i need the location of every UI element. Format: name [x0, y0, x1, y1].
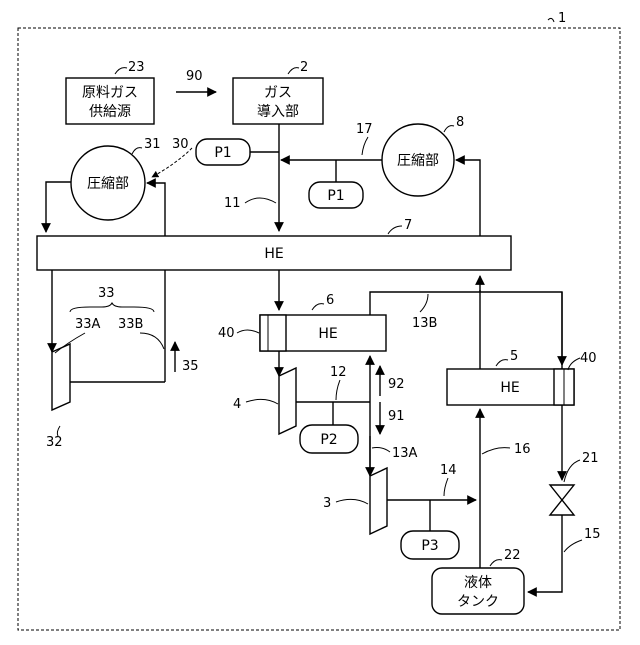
label-91: 91 — [388, 409, 405, 424]
label-92: 92 — [388, 377, 405, 392]
raw-gas-supply-line2: 供給源 — [89, 104, 131, 120]
compressor-31-label: 圧縮部 — [87, 176, 129, 192]
leader-31 — [132, 148, 142, 154]
signal-30 — [152, 148, 192, 177]
label-5: 5 — [510, 349, 518, 364]
line-15 — [528, 515, 562, 592]
label-35: 35 — [182, 359, 199, 374]
turbine-4 — [279, 368, 296, 434]
turbine-32 — [52, 344, 70, 410]
valve-21-bottom — [550, 500, 574, 515]
label-16: 16 — [514, 442, 531, 457]
label-2: 2 — [300, 60, 308, 75]
he6-label: HE — [318, 326, 337, 342]
tank-line2: タンク — [457, 594, 499, 610]
p1-left-label: P1 — [214, 145, 231, 161]
he5-label: HE — [500, 380, 519, 396]
label-12: 12 — [330, 365, 347, 380]
label-32: 32 — [46, 435, 63, 450]
label-15: 15 — [584, 527, 601, 542]
leader-6 — [312, 304, 324, 310]
label-33b: 33B — [118, 317, 143, 332]
leader-13a — [372, 448, 390, 453]
leader-8 — [444, 126, 454, 132]
leader-16 — [482, 448, 510, 454]
label-7: 7 — [404, 218, 412, 233]
label-3: 3 — [323, 496, 331, 511]
label-13a: 13A — [392, 446, 418, 461]
p1-right-label: P1 — [327, 188, 344, 204]
label-21: 21 — [582, 451, 599, 466]
label-31: 31 — [144, 137, 161, 152]
leader-4 — [246, 399, 278, 404]
return-to-compressor-8 — [456, 160, 480, 236]
label-40-left: 40 — [218, 326, 235, 341]
leader-12 — [336, 380, 340, 400]
leader-7 — [388, 226, 402, 234]
gas-intro-line2: 導入部 — [257, 104, 299, 120]
leader-40-right — [568, 358, 580, 370]
leader-13b — [420, 294, 428, 312]
label-33: 33 — [98, 286, 115, 301]
label-30: 30 — [172, 137, 189, 152]
line-13b — [370, 292, 562, 369]
p3-label: P3 — [421, 538, 438, 554]
leader-11 — [245, 198, 276, 203]
label-6: 6 — [326, 293, 334, 308]
label-17: 17 — [356, 122, 373, 137]
leader-40-left — [237, 330, 259, 333]
label-13b: 13B — [412, 316, 437, 331]
leader-23 — [115, 68, 127, 74]
valve-21-top — [550, 485, 574, 500]
label-11: 11 — [224, 196, 241, 211]
he7-label: HE — [264, 246, 283, 262]
tank-line1: 液体 — [464, 575, 492, 591]
label-14: 14 — [440, 463, 457, 478]
leader-3 — [336, 499, 368, 504]
he-to-compressor-31 — [147, 183, 165, 236]
leader-22 — [490, 560, 502, 566]
label-4: 4 — [233, 397, 241, 412]
leader-system — [548, 18, 554, 22]
gas-intro-line1: ガス — [264, 85, 292, 101]
leader-21 — [564, 460, 580, 482]
label-8: 8 — [456, 115, 464, 130]
leader-17 — [362, 137, 368, 155]
leader-33b — [140, 333, 164, 349]
leader-5 — [496, 360, 508, 366]
compressor-8-label: 圧縮部 — [397, 153, 439, 169]
brace-33 — [70, 303, 154, 312]
label-40-right: 40 — [580, 351, 597, 366]
leader-15 — [564, 540, 582, 552]
compressor-31-to-he — [46, 182, 71, 232]
label-22: 22 — [504, 548, 521, 563]
label-system: 1 — [558, 11, 566, 26]
label-90: 90 — [186, 69, 203, 84]
raw-gas-supply-line1: 原料ガス — [82, 85, 138, 101]
label-33a: 33A — [75, 317, 101, 332]
p2-label: P2 — [320, 432, 337, 448]
bypass-40-left — [260, 315, 286, 351]
leader-2 — [288, 68, 299, 74]
label-23: 23 — [128, 60, 145, 75]
leader-14 — [444, 478, 448, 496]
turbine-3 — [370, 468, 387, 534]
